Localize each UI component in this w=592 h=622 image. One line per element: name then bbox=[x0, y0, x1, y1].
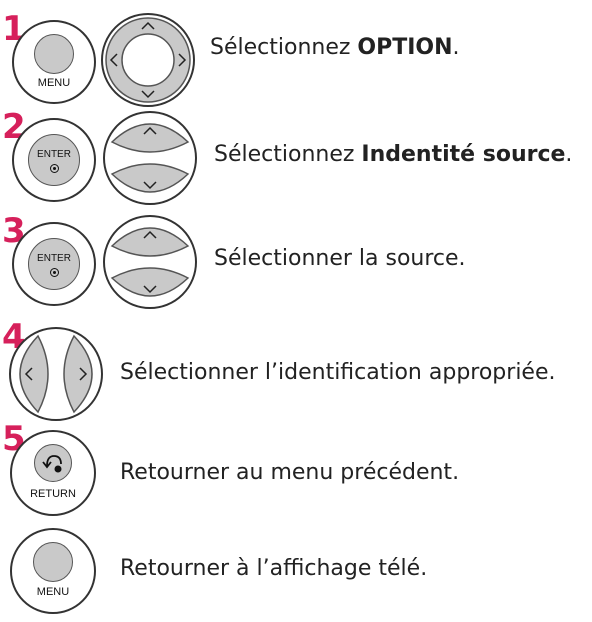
left-right-arrows-icon[interactable] bbox=[8, 326, 104, 422]
enter-button[interactable]: ENTER bbox=[12, 118, 96, 202]
step-text-end: . bbox=[565, 142, 573, 167]
enter-button-label: ENTER bbox=[37, 149, 71, 160]
menu-button-label: MENU bbox=[36, 586, 70, 598]
step-5: 5 RETURN Retourner au menu précédent. bbox=[0, 420, 592, 520]
return-button[interactable]: RETURN bbox=[10, 430, 96, 516]
step-4-text: Sélectionner l’identification appropriée… bbox=[120, 360, 556, 385]
enter-button[interactable]: ENTER bbox=[12, 222, 96, 306]
up-down-arrows-icon[interactable] bbox=[100, 214, 200, 310]
step-text: Retourner au menu précédent. bbox=[120, 460, 460, 485]
menu-button[interactable]: MENU bbox=[10, 528, 96, 614]
enter-dot-icon bbox=[50, 164, 59, 173]
step-bold-text: OPTION bbox=[357, 35, 453, 60]
menu-button[interactable]: MENU bbox=[12, 20, 96, 104]
menu-button-face bbox=[33, 542, 73, 582]
step-6: MENU Retourner à l’affichage télé. bbox=[0, 524, 592, 622]
return-arrow-icon bbox=[41, 454, 62, 472]
return-button-label: RETURN bbox=[30, 488, 76, 500]
step-2: 2 ENTER Sélectionnez Indentité source. bbox=[0, 108, 592, 208]
step-text-end: . bbox=[452, 35, 460, 60]
up-down-arrows-icon[interactable] bbox=[100, 110, 200, 206]
navigation-pad-4way-icon[interactable] bbox=[100, 12, 196, 108]
menu-button-face bbox=[34, 34, 74, 74]
return-button-face bbox=[34, 444, 72, 482]
step-6-text: Retourner à l’affichage télé. bbox=[120, 556, 427, 581]
step-text: Retourner à l’affichage télé. bbox=[120, 556, 428, 581]
enter-button-face: ENTER bbox=[28, 134, 80, 186]
step-5-text: Retourner au menu précédent. bbox=[120, 460, 459, 485]
menu-button-label: MENU bbox=[37, 77, 71, 89]
step-4: 4 Sélectionner l’identification appropri… bbox=[0, 318, 592, 421]
enter-dot-icon bbox=[50, 268, 59, 277]
step-2-text: Sélectionnez Indentité source. bbox=[214, 142, 572, 167]
step-3: 3 ENTER Sélectionner la source. bbox=[0, 212, 592, 312]
enter-button-face: ENTER bbox=[28, 238, 80, 290]
step-text: Sélectionnez bbox=[210, 35, 358, 60]
step-text: Sélectionner l’identification appropriée… bbox=[120, 360, 556, 385]
step-1: 1 MENU Sélectionnez OPTION. bbox=[0, 0, 592, 110]
step-text: Sélectionnez bbox=[214, 142, 362, 167]
step-1-text: Sélectionnez OPTION. bbox=[210, 35, 460, 60]
step-3-text: Sélectionner la source. bbox=[214, 246, 466, 271]
step-bold-text: Indentité source bbox=[361, 142, 566, 167]
step-text: Sélectionner la source. bbox=[214, 246, 466, 271]
enter-button-label: ENTER bbox=[37, 253, 71, 264]
